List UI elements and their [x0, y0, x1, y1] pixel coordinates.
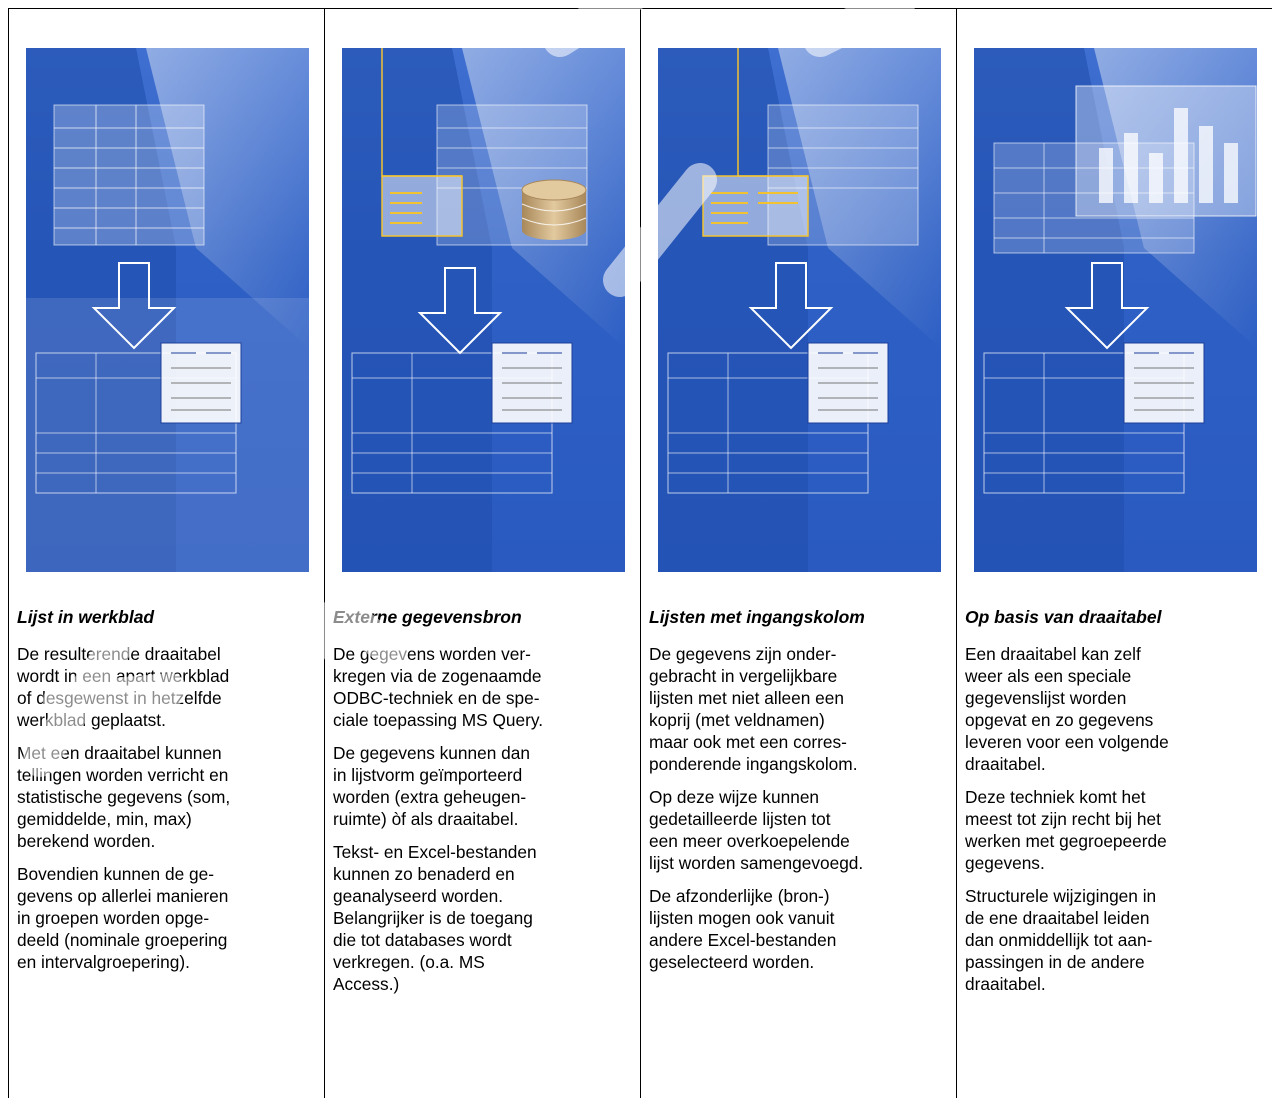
- column-op-basis-van-draaitabel: Op basis van draaitabel Een draaitabel k…: [956, 9, 1272, 1098]
- comparison-table: Lijst in werkblad De resulterende draait…: [8, 8, 1272, 1098]
- illustration-consolidated-lists: [658, 48, 941, 572]
- paragraph: De gegevens zijn onder- gebracht in verg…: [649, 644, 858, 774]
- paragraph: Met een draaitabel kunnen tellingen word…: [17, 743, 231, 851]
- paragraph: Deze techniek komt het meest tot zijn re…: [965, 787, 1167, 873]
- column-heading: Lijsten met ingangskolom: [649, 607, 865, 627]
- column-lijst-in-werkblad: Lijst in werkblad De resulterende draait…: [8, 9, 324, 1098]
- paragraph: Bovendien kunnen de ge- gevens op allerl…: [17, 864, 229, 972]
- paragraph: De resulterende draaitabel wordt in een …: [17, 644, 230, 730]
- paragraph: De gegevens worden ver- kregen via de zo…: [333, 644, 544, 730]
- column-body: Een draaitabel kan zelf weer als een spe…: [965, 643, 1270, 1006]
- column-heading: Externe gegevensbron: [333, 607, 522, 627]
- illustration-worksheet-list: [26, 48, 309, 572]
- column-body: De gegevens zijn onder- gebracht in verg…: [649, 643, 954, 984]
- paragraph: Structurele wijzigingen in de ene draait…: [965, 886, 1157, 994]
- paragraph: Een draaitabel kan zelf weer als een spe…: [965, 644, 1169, 774]
- column-lijsten-met-ingangskolom: Lijsten met ingangskolom De gegevens zij…: [640, 9, 956, 1098]
- column-body: De resulterende draaitabel wordt in een …: [17, 643, 322, 984]
- illustration-pivot-source: [974, 48, 1257, 572]
- paragraph: Op deze wijze kunnen gedetailleerde lijs…: [649, 787, 864, 873]
- illustration-external-source: [342, 48, 625, 572]
- column-externe-gegevensbron: Externe gegevensbron De gegevens worden …: [324, 9, 640, 1098]
- paragraph: Tekst- en Excel-bestanden kunnen zo bena…: [333, 842, 537, 994]
- column-heading: Lijst in werkblad: [17, 607, 155, 627]
- paragraph: De gegevens kunnen dan in lijstvorm geïm…: [333, 743, 530, 829]
- column-heading: Op basis van draaitabel: [965, 607, 1162, 627]
- column-body: De gegevens worden ver- kregen via de zo…: [333, 643, 638, 1006]
- paragraph: De afzonderlijke (bron-) lijsten mogen o…: [649, 886, 837, 972]
